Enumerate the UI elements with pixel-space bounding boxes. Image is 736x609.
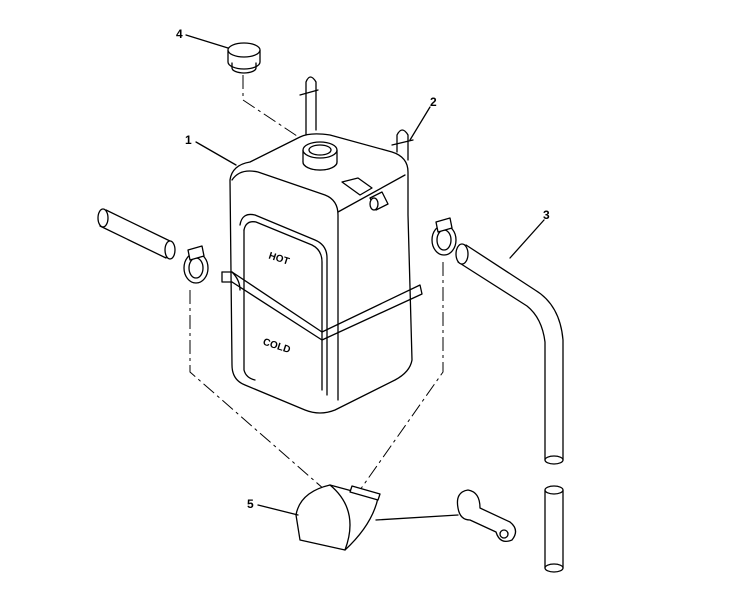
leader-5: [257, 504, 299, 516]
right-hose-clamp: [431, 217, 457, 256]
leader-2: [409, 106, 431, 141]
callout-4: 4: [176, 27, 183, 41]
reservoir-tank: [221, 133, 423, 414]
callout-1: 1: [185, 133, 192, 147]
callout-5: 5: [247, 497, 254, 511]
clamp-bracket: [295, 484, 381, 551]
leader-4: [185, 34, 229, 49]
assembly-line-left-clamp: [189, 290, 326, 491]
callout-3: 3: [543, 208, 550, 222]
leader-1: [195, 141, 237, 166]
callout-2: 2: [430, 95, 437, 109]
p-clamp: [375, 489, 517, 543]
leader-3: [509, 219, 545, 259]
assembly-line-cap: [242, 75, 319, 151]
overflow-hose: [455, 243, 564, 573]
left-hose-clamp: [183, 245, 209, 284]
assembly-line-right-clamp: [359, 262, 444, 491]
reservoir-cap: [227, 42, 261, 74]
left-hose: [97, 208, 176, 260]
mounting-rod: [299, 76, 414, 161]
